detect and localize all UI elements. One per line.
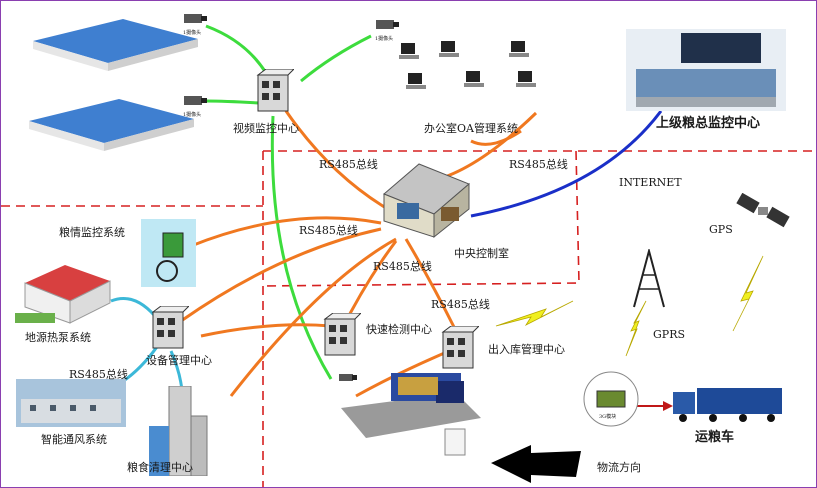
smart-vent-label: 智能通风系统 xyxy=(41,433,107,446)
video-center-label: 视频监控中心 xyxy=(233,122,299,135)
ventilation-warehouse-image xyxy=(16,379,126,427)
grain-clean-label: 粮食清理中心 xyxy=(127,461,193,474)
device-server-icon xyxy=(151,306,189,349)
gprs-label: GPRS xyxy=(653,328,686,341)
internet-label: INTERNET xyxy=(619,176,682,189)
module-3g-icon xyxy=(583,371,639,427)
control-room-image xyxy=(626,29,786,111)
camera-icon xyxy=(184,14,207,23)
rs485-label: RS485总线 xyxy=(373,260,432,273)
camera-label: 1摄像头 xyxy=(375,36,394,42)
office-computers-icon xyxy=(399,41,536,89)
wireless-signal-icon xyxy=(732,255,764,332)
camera-label: 1摄像头 xyxy=(183,112,202,118)
warehouse-icon xyxy=(33,19,198,71)
gps-label: GPS xyxy=(709,223,733,236)
wireless-signal-icon xyxy=(625,300,647,357)
logistics-direction-label: 物流方向 xyxy=(597,461,641,474)
wireless-signal-icon xyxy=(495,300,574,327)
warehouse-icon xyxy=(29,99,194,151)
detect-server-icon xyxy=(323,313,361,356)
grain-sensor-icon xyxy=(141,219,196,287)
central-control-label: 中央控制室 xyxy=(454,247,509,260)
ground-heat-pump-image xyxy=(15,265,111,324)
camera-icon xyxy=(184,96,207,105)
weighing-terminal-icon xyxy=(444,428,466,456)
camera-icon xyxy=(376,20,399,29)
rs485-label: RS485总线 xyxy=(299,224,358,237)
device-mgmt-label: 设备管理中心 xyxy=(146,354,212,367)
fast-detect-label: 快速检测中心 xyxy=(366,323,432,336)
grain-cleaning-tower-image xyxy=(149,386,208,476)
ground-heat-label: 地源热泵系统 xyxy=(25,331,91,344)
camera-label: 1摄像头 xyxy=(183,30,202,36)
grain-monitor-label: 粮情监控系统 xyxy=(59,226,125,239)
central-control-building-icon xyxy=(383,163,470,239)
video-server-icon xyxy=(256,69,294,112)
truck-scale-image xyxy=(341,373,481,438)
office-oa-label: 办公室OA管理系统 xyxy=(424,122,518,135)
gprs-tower-icon xyxy=(633,249,665,308)
rs485-label: RS485总线 xyxy=(431,298,490,311)
in-out-mgmt-label: 出入库管理中心 xyxy=(488,343,565,356)
transport-truck-icon xyxy=(673,388,782,422)
camera-icon xyxy=(339,374,357,381)
inout-server-icon xyxy=(441,326,479,369)
transport-truck-label: 运粮车 xyxy=(695,430,735,445)
module-3g-label: 3G模块 xyxy=(599,414,617,420)
satellite-icon xyxy=(736,193,790,228)
superior-center-label: 上级粮总监控中心 xyxy=(656,116,761,131)
rs485-label: RS485总线 xyxy=(509,158,568,171)
rs485-label: RS485总线 xyxy=(319,158,378,171)
logistics-arrow-icon xyxy=(491,445,581,483)
rs485-label: RS485总线 xyxy=(69,368,128,381)
